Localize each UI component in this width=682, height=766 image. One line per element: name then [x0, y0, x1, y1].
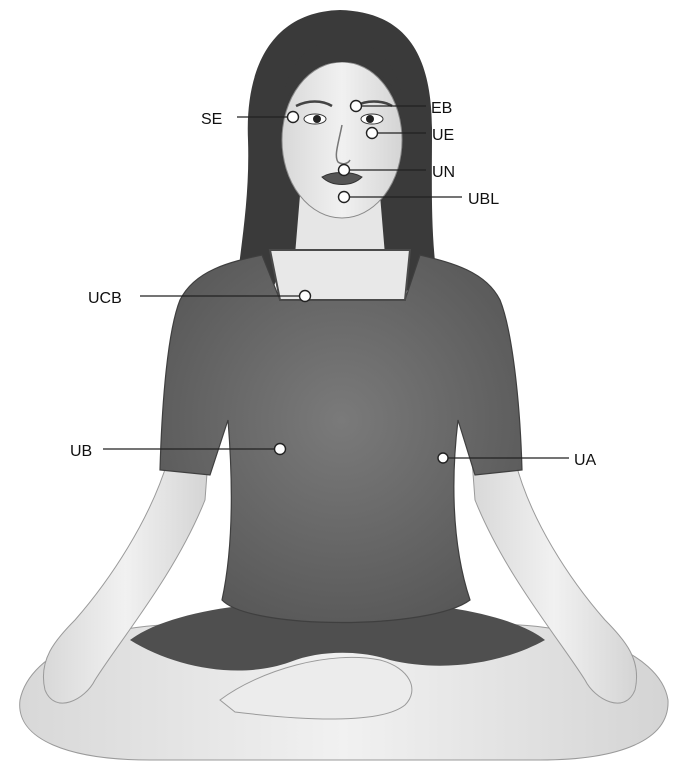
- point-ub: [275, 444, 286, 455]
- point-se: [288, 112, 299, 123]
- right-iris: [366, 115, 374, 123]
- point-un: [339, 165, 350, 176]
- point-ue: [367, 128, 378, 139]
- figure-illustration: [20, 10, 668, 760]
- point-ua: [438, 453, 448, 463]
- label-eb: EB: [431, 100, 452, 117]
- label-ubl: UBL: [468, 191, 499, 208]
- neckline-skin: [270, 250, 410, 300]
- garment: [160, 255, 522, 623]
- point-ucb: [300, 291, 311, 302]
- label-ub: UB: [70, 443, 92, 460]
- point-ubl: [339, 192, 350, 203]
- label-ua: UA: [574, 452, 597, 469]
- label-se: SE: [201, 111, 222, 128]
- label-ue: UE: [432, 127, 454, 144]
- left-iris: [313, 115, 321, 123]
- label-ucb: UCB: [88, 290, 122, 307]
- label-un: UN: [432, 164, 455, 181]
- point-eb: [351, 101, 362, 112]
